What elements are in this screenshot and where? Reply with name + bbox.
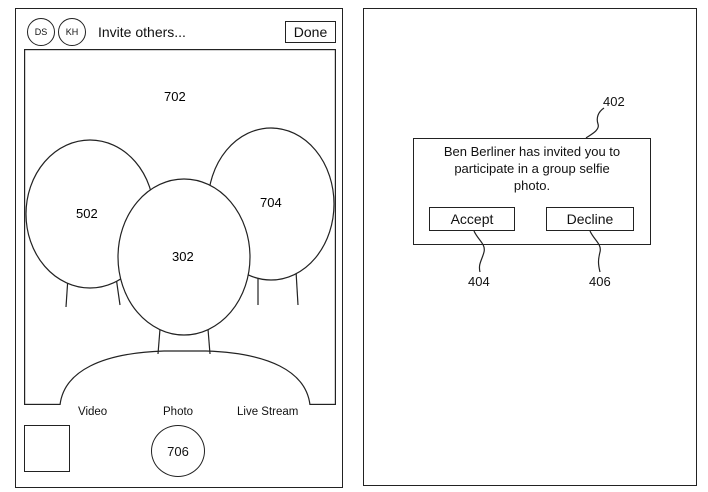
mode-photo[interactable]: Photo	[163, 406, 194, 418]
dialog-line-3: photo.	[513, 178, 551, 193]
camera-viewfinder[interactable]: 702 502 704 302	[24, 49, 336, 405]
center-person	[59, 178, 311, 405]
done-button[interactable]: Done	[285, 21, 336, 43]
shutter-ref-number: 706	[167, 443, 189, 459]
center-person-ref-number: 302	[172, 249, 194, 264]
accept-button[interactable]: Accept	[429, 207, 515, 231]
avatar-initials: DS	[34, 27, 48, 37]
accept-ref-number: 404	[468, 274, 490, 289]
shutter-button[interactable]: 706	[151, 425, 205, 477]
gallery-thumbnail[interactable]	[24, 425, 70, 472]
dialog-line-1: Ben Berliner has invited you to	[443, 144, 621, 159]
avatar-ds[interactable]: DS	[27, 18, 55, 46]
dialog-line-2: participate in a group selfie	[454, 161, 610, 176]
avatar-kh[interactable]: KH	[58, 18, 86, 46]
decline-ref-number: 406	[589, 274, 611, 289]
right-person-ref-number: 704	[260, 195, 282, 210]
invite-others-link[interactable]: Invite others...	[98, 24, 186, 40]
mode-video[interactable]: Video	[78, 406, 108, 418]
dialog-ref-number: 402	[603, 94, 625, 109]
left-person-ref-number: 502	[76, 206, 98, 221]
avatar-initials: KH	[65, 27, 79, 37]
viewfinder-ref-number: 702	[164, 89, 186, 104]
mode-live-stream[interactable]: Live Stream	[237, 406, 299, 418]
right-phone-screen	[363, 8, 697, 486]
decline-button[interactable]: Decline	[546, 207, 634, 231]
